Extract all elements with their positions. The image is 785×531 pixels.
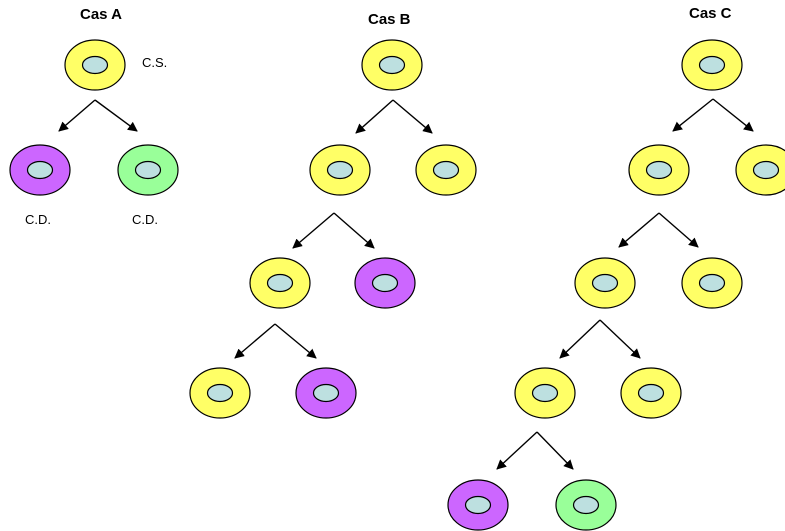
- division-arrow-right: [94, 99, 138, 132]
- cell-nucleus: [698, 55, 726, 75]
- case-a-title: Cas A: [80, 6, 122, 23]
- division-arrow-right: [274, 323, 317, 359]
- stem-cell: [574, 257, 636, 309]
- division-arrow-left: [559, 319, 601, 359]
- differentiated-cell-purple: [354, 257, 416, 309]
- differentiated-cell-green: [117, 144, 179, 196]
- division-arrow-left: [292, 212, 335, 249]
- division-arrow-right: [536, 431, 574, 470]
- cell-nucleus: [637, 383, 665, 403]
- division-arrow-left: [672, 98, 714, 132]
- division-arrows: [58, 99, 138, 132]
- cell-nucleus: [572, 495, 600, 515]
- division-arrow-right: [392, 99, 433, 134]
- stem-cell: [628, 144, 690, 196]
- cell-nucleus: [432, 160, 460, 180]
- cell-nucleus: [378, 55, 406, 75]
- cell-nucleus: [645, 160, 673, 180]
- differentiated-cell-purple: [447, 479, 509, 531]
- cell-nucleus: [698, 273, 726, 293]
- division-arrow-left: [355, 99, 394, 134]
- case-b-title: Cas B: [368, 11, 411, 28]
- division-arrows: [618, 212, 699, 248]
- cell-nucleus: [531, 383, 559, 403]
- cell-nucleus: [464, 495, 492, 515]
- stem-cell: [681, 257, 743, 309]
- differentiated-cell-green: [555, 479, 617, 531]
- stem-cell: [415, 144, 477, 196]
- cell-nucleus: [371, 273, 399, 293]
- division-arrows: [496, 431, 574, 470]
- cell-nucleus: [326, 160, 354, 180]
- division-arrows: [292, 212, 375, 249]
- division-arrows: [355, 99, 433, 134]
- cell-nucleus: [591, 273, 619, 293]
- differentiated-cell-label-left: C.D.: [25, 212, 51, 227]
- division-arrow-right: [712, 98, 754, 132]
- division-arrows: [559, 319, 641, 359]
- stem-cell: [514, 367, 576, 419]
- division-arrows: [672, 98, 754, 132]
- cell-nucleus: [266, 273, 294, 293]
- stem-cell: [309, 144, 371, 196]
- stem-cell: [249, 257, 311, 309]
- stem-cell: [620, 367, 682, 419]
- cell-nucleus: [752, 160, 780, 180]
- stem-cell: [64, 39, 126, 91]
- stem-cell-label: C.S.: [142, 55, 168, 70]
- division-arrow-right: [599, 319, 641, 359]
- division-arrow-left: [58, 99, 96, 132]
- differentiated-cell-purple: [295, 367, 357, 419]
- division-arrow-left: [496, 431, 538, 470]
- stem-cell: [189, 367, 251, 419]
- division-arrow-right: [333, 212, 375, 249]
- cell-nucleus: [206, 383, 234, 403]
- cell-nucleus: [134, 160, 162, 180]
- stem-cell: [735, 144, 785, 196]
- stem-cell: [361, 39, 423, 91]
- differentiated-cell-purple: [9, 144, 71, 196]
- cell-nucleus: [81, 55, 109, 75]
- differentiated-cell-label-right: C.D.: [132, 212, 158, 227]
- cell-nucleus: [26, 160, 54, 180]
- division-arrow-left: [618, 212, 660, 248]
- division-arrow-right: [658, 212, 699, 248]
- division-arrow-left: [234, 323, 276, 359]
- division-arrows: [234, 323, 317, 359]
- case-c-title: Cas C: [689, 5, 732, 22]
- stem-cell: [681, 39, 743, 91]
- cell-nucleus: [312, 383, 340, 403]
